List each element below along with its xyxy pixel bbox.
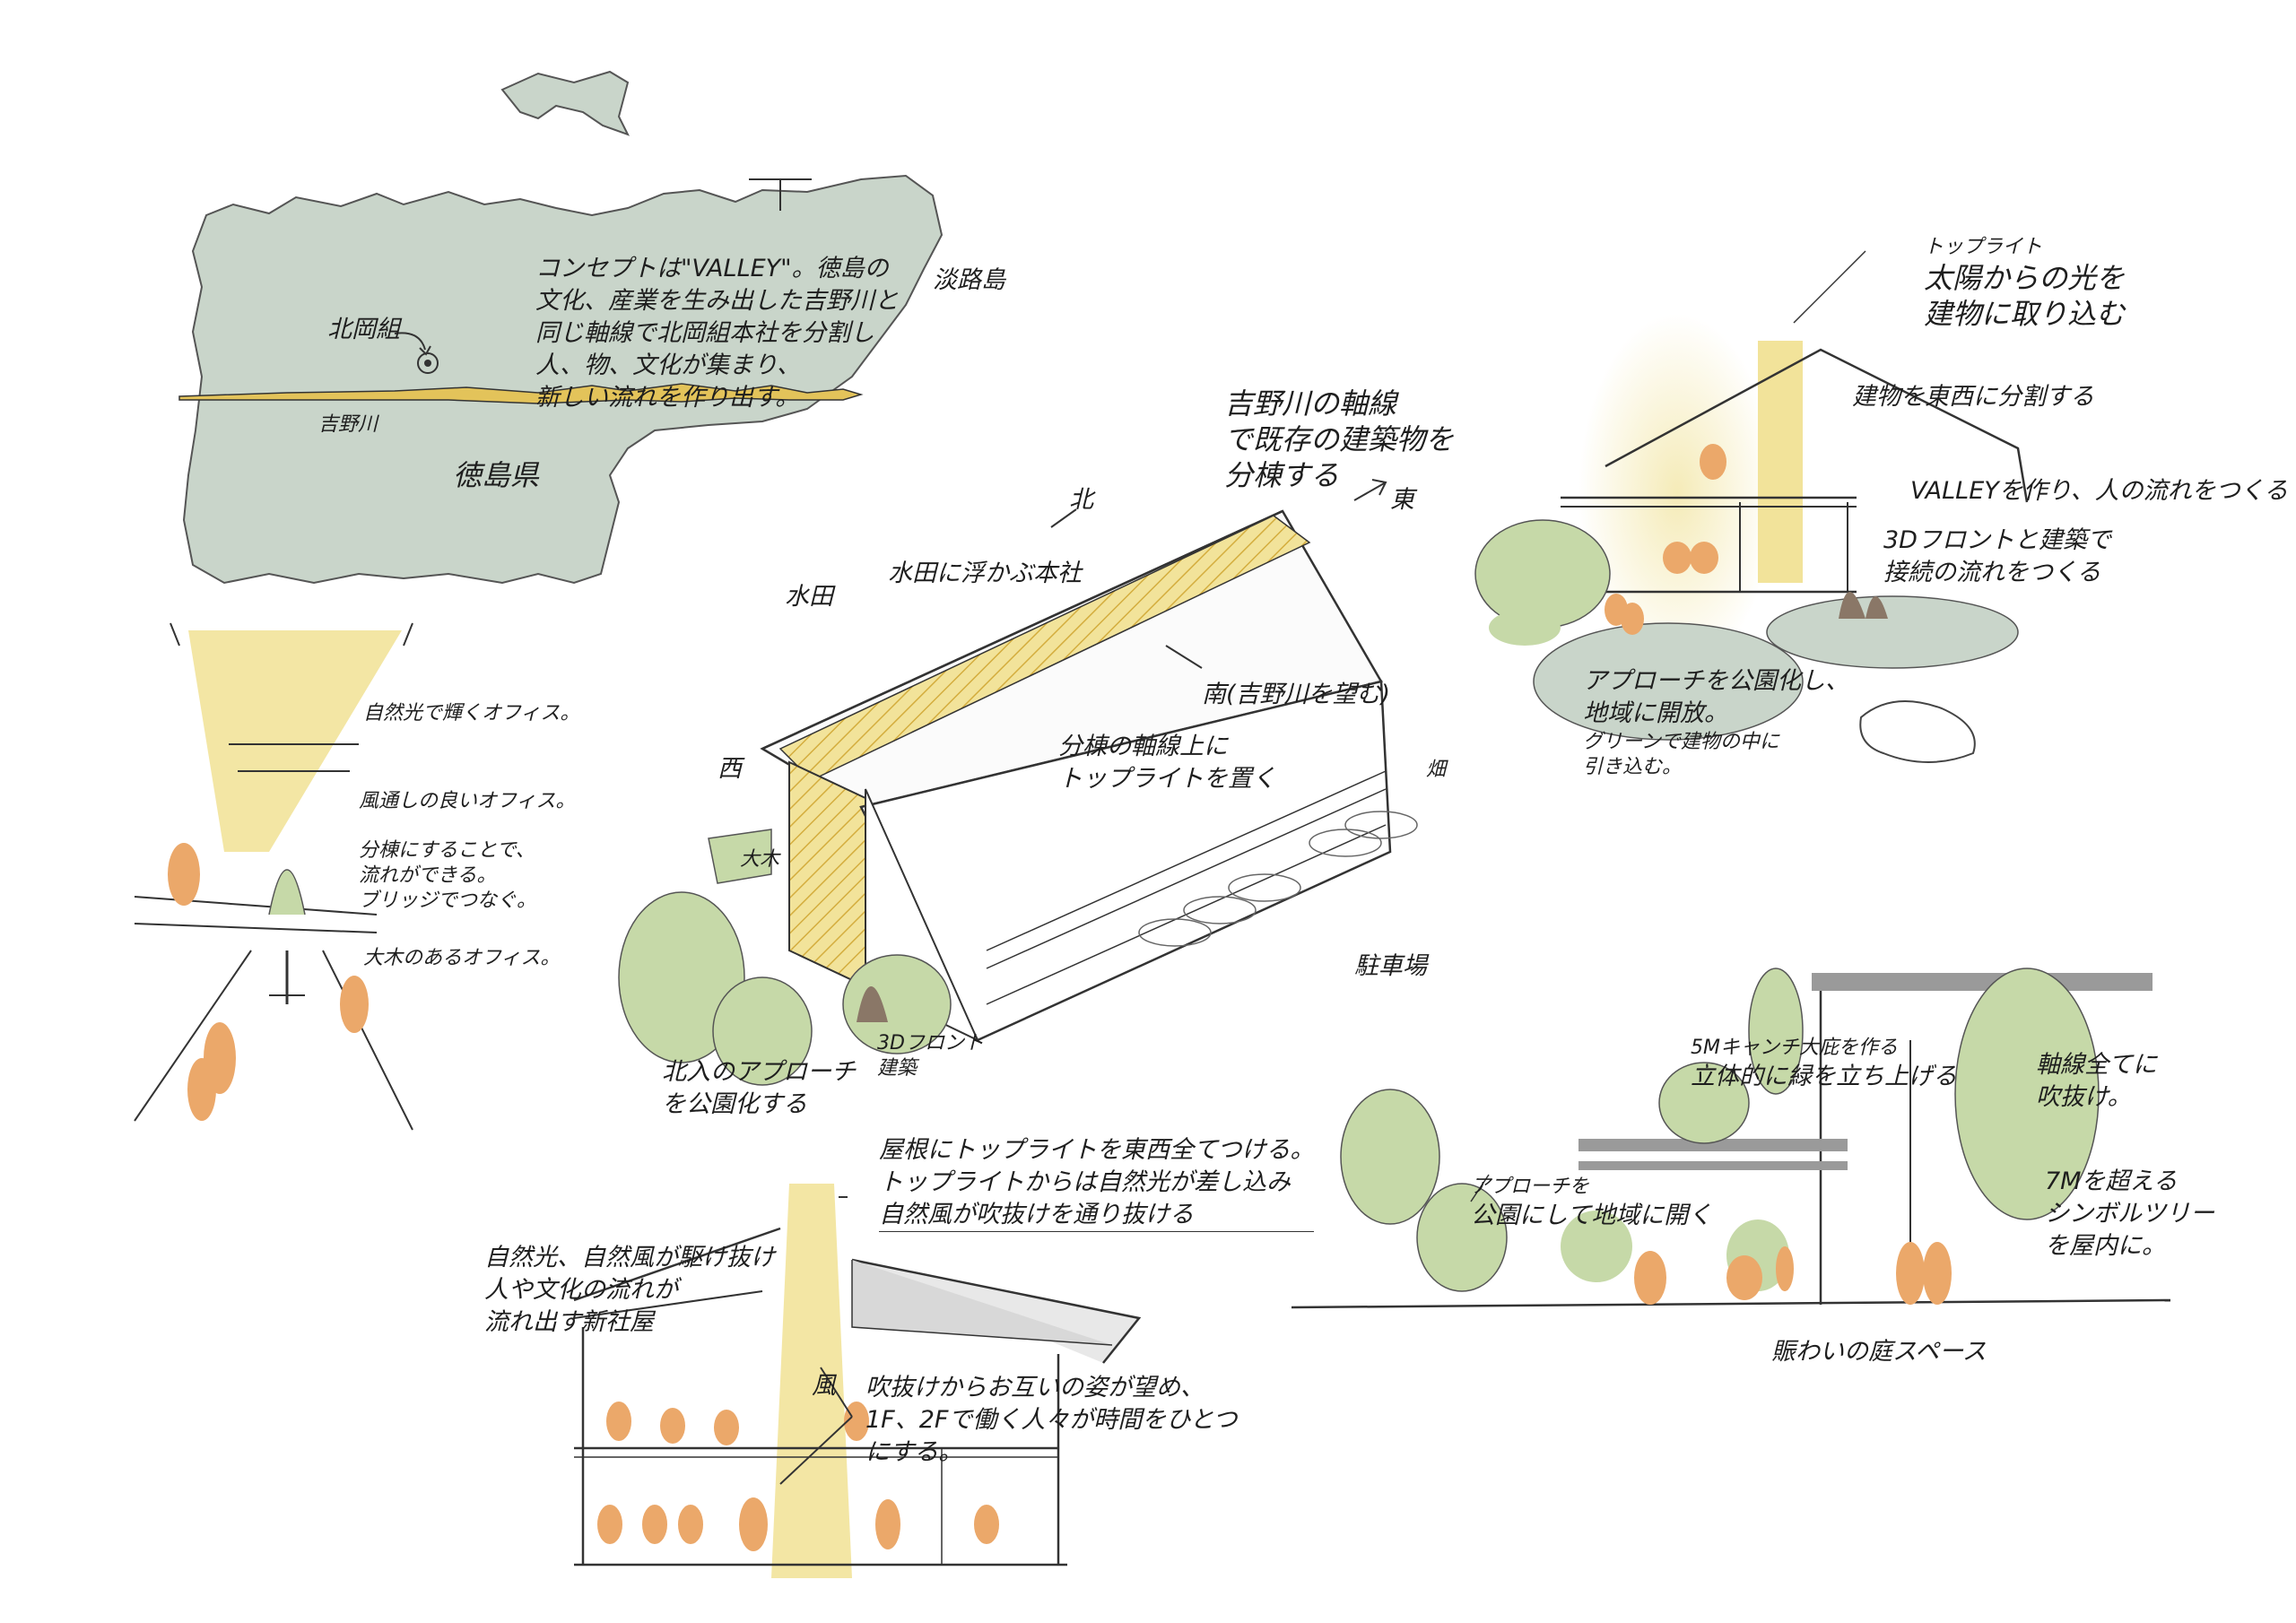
tokushima-land-shape — [182, 174, 944, 585]
house-valley-note: VALLEYを作り、人の流れをつくる — [1910, 477, 2289, 505]
awaji-island-shape — [500, 70, 631, 136]
aerial-approach-note: 北入のアプローチ を公園化する — [662, 1058, 856, 1118]
map-concept-note: コンセプトは"VALLEY"。徳島の 文化、産業を生み出した吉野川と 同じ軸線で… — [535, 253, 899, 414]
interior-perspective-sketch — [134, 622, 413, 1131]
concept-line: 人、物、文化が集まり、 — [535, 352, 801, 379]
concept-line: 新しい流れを作り出す。 — [535, 384, 800, 412]
aerial-floating-label: 水田に浮かぶ本社 — [888, 560, 1082, 587]
landscape-tree-note: 7Mを超える シンボルツリー を屋内に。 — [2045, 1167, 2214, 1260]
house-divide-note: 建物を東西に分割する — [1852, 383, 2094, 411]
interior-note-wind: 風通しの良いオフィス。 — [359, 790, 576, 812]
map-island-label: 淡路島 — [933, 266, 1005, 294]
section-roof-note: 屋根にトップライトを東西全てつける。 トップライトからは自然光が差し込み 自然風… — [879, 1134, 1315, 1232]
map-sketch — [178, 70, 944, 585]
house-park-note: アプローチを公園化し、 地域に開放。 グリーンで建物の中に 引き込む。 — [1583, 667, 1849, 778]
aerial-tree-label: 大木 — [740, 848, 780, 871]
concept-line: 同じ軸線で北岡組本社を分割し — [535, 319, 874, 347]
interior-note-bridge: 分棟にすることで、 流れができる。 ブリッジでつなぐ。 — [359, 839, 537, 912]
house-bridge-note: 3Dフロントと建築で 接続の流れをつくる — [1883, 526, 2111, 586]
landscape-canopy-note: 5Mキャンチ大庇を作る 立体的に緑を立ち上げる — [1691, 1037, 1957, 1090]
aerial-building-sketch — [618, 479, 1418, 1086]
section-void-note: 吹抜けからお互いの姿が望め、 1F、2Fで働く人々が時間をひとつ にする。 — [865, 1374, 1238, 1466]
aerial-parking-label: 駐車場 — [1354, 952, 1427, 980]
aerial-axis-note: 吉野川の軸線 で既存の建築物を 分棟する — [1224, 386, 1455, 492]
concept-line: 文化、産業を生み出した吉野川と — [535, 287, 899, 315]
landscape-section-sketch — [1291, 968, 2171, 1309]
aerial-north-label: 北 — [1069, 486, 1093, 514]
house-toplight-label: トップライト — [1924, 236, 2043, 258]
landscape-void-note: 軸線全てに 吹抜け。 — [2036, 1051, 2157, 1111]
aerial-south-label: 南(吉野川を望む) — [1202, 681, 1391, 708]
house-sun-note: 太陽からの光を 建物に取り込む — [1924, 261, 2126, 331]
aerial-west-label: 西 — [718, 755, 742, 783]
interior-note-light: 自然光で輝くオフィス。 — [363, 702, 580, 725]
house-perspective-sketch — [1474, 250, 2029, 763]
interior-note-tree: 大木のあるオフィス。 — [363, 947, 561, 969]
landscape-garden-label: 賑わいの庭スペース — [1771, 1338, 1987, 1366]
aerial-field-label: 畑 — [1426, 759, 1447, 781]
aerial-paddy-label: 水田 — [785, 583, 833, 611]
aerial-toplight-note: 分棟の軸線上に トップライトを置く — [1058, 733, 1276, 793]
section-wind-label: 風 — [812, 1372, 836, 1400]
concept-line: コンセプトは"VALLEY"。徳島の — [535, 255, 889, 282]
landscape-approach-note: アプローチを 公園にして地域に開く — [1471, 1176, 1713, 1229]
aerial-veranda-note: 3Dフロント 建築 — [877, 1032, 984, 1080]
map-pref-label: 徳島県 — [453, 458, 540, 492]
map-hq-label: 北岡組 — [327, 316, 400, 343]
section-left-note: 自然光、自然風が駆け抜け 人や文化の流れが 流れ出す新社屋 — [484, 1244, 775, 1336]
hq-marker-icon — [417, 352, 439, 374]
yoshino-river — [178, 383, 864, 404]
aerial-east-label: 東 — [1390, 486, 1414, 514]
section-sketch — [573, 1184, 1142, 1578]
map-river-label: 吉野川 — [318, 413, 378, 436]
